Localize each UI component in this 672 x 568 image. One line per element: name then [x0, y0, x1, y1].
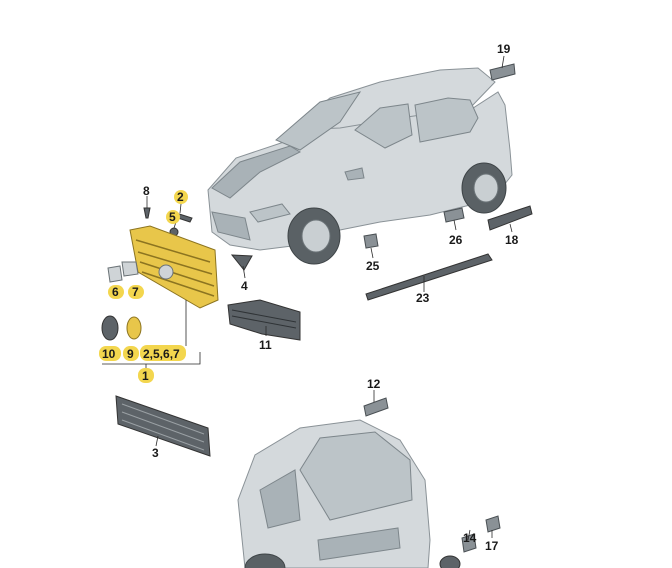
trim-26: [443, 207, 465, 223]
emblem-rear: [439, 555, 461, 568]
bracket-4: [230, 254, 253, 271]
trim-14: [461, 533, 477, 553]
callout-2-5-6-7: 2,5,6,7: [143, 347, 180, 361]
trim-25: [363, 233, 379, 249]
callout-5: 5: [169, 210, 176, 224]
trim-17: [485, 515, 501, 533]
bracket-6: [107, 265, 123, 283]
callout-14: 14: [463, 531, 477, 545]
emblem-9: [126, 316, 142, 340]
callout-9: 9: [127, 347, 134, 361]
callout-23: 23: [416, 291, 430, 305]
side-strip-23: [365, 253, 493, 301]
callout-8: 8: [143, 184, 150, 198]
bracket-7: [121, 261, 139, 277]
callout-12: 12: [367, 377, 381, 391]
lower-grille-3: [115, 395, 211, 457]
callout-19: 19: [497, 42, 511, 56]
callout-25: 25: [366, 259, 380, 273]
trim-18: [487, 205, 533, 231]
trim-19: [489, 63, 516, 81]
callout-3: 3: [152, 446, 159, 460]
radiator-grille: [129, 225, 219, 309]
callout-18: 18: [505, 233, 519, 247]
callout-6: 6: [112, 285, 119, 299]
leader-lines: [102, 55, 513, 541]
callout-11: 11: [259, 338, 272, 352]
callout-4: 4: [241, 279, 248, 293]
callout-2: 2: [177, 190, 184, 204]
callout-7: 7: [132, 285, 139, 299]
rear-car-illustration: [237, 419, 431, 568]
screw-8: [143, 207, 151, 219]
emblem-10: [101, 315, 119, 341]
callout-10: 10: [102, 347, 116, 361]
trim-12: [363, 397, 389, 417]
callout-17: 17: [485, 539, 499, 553]
grille-insert-11: [227, 299, 301, 341]
front-car-illustration: [207, 67, 513, 265]
callout-26: 26: [449, 233, 463, 247]
callout-1: 1: [142, 369, 149, 383]
